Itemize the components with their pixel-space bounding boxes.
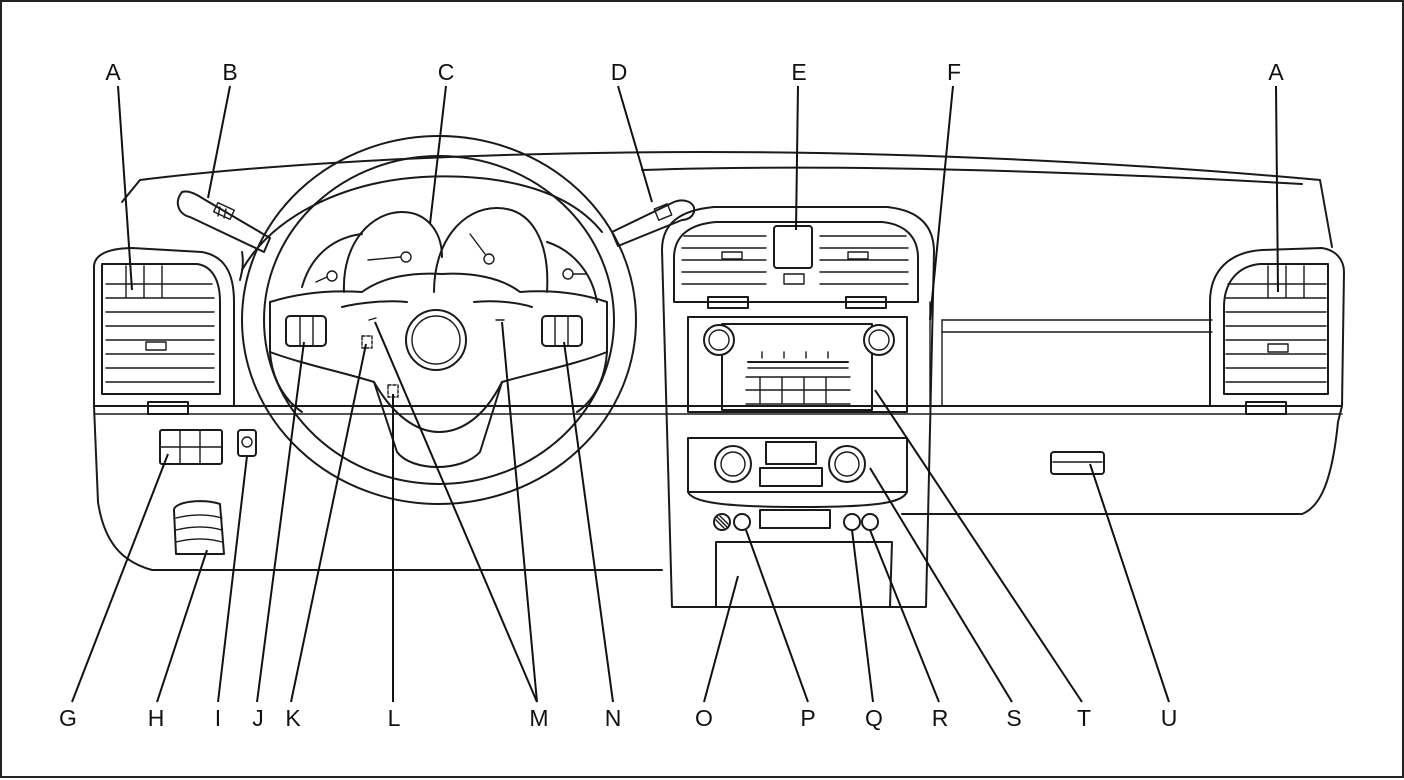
callout-d: D: [610, 59, 628, 85]
callout-b: B: [222, 59, 238, 85]
callout-n: N: [604, 705, 622, 731]
instrument-cluster: [241, 175, 603, 303]
callout-p: P: [800, 705, 816, 731]
center-stack: [661, 206, 935, 608]
callout-h: H: [147, 705, 165, 731]
callout-a-left: A: [105, 59, 121, 85]
callout-q: Q: [865, 705, 883, 731]
wiper-stalk: [611, 199, 696, 247]
leader-lines: [71, 85, 1279, 703]
glove-box: [1050, 451, 1105, 475]
callout-k: K: [285, 705, 301, 731]
callout-r: R: [931, 705, 949, 731]
callout-i: I: [214, 705, 222, 731]
callout-t: T: [1076, 705, 1092, 731]
left-air-vent: [93, 247, 235, 415]
callout-e: E: [791, 59, 807, 85]
callout-s: S: [1006, 705, 1022, 731]
steering-wheel: [241, 135, 637, 505]
callout-m: M: [529, 705, 549, 731]
callout-f: F: [946, 59, 962, 85]
callout-g: G: [59, 705, 77, 731]
callout-o: O: [695, 705, 713, 731]
callout-j: J: [252, 705, 264, 731]
dashboard-body: [93, 151, 1343, 571]
callout-c: C: [437, 59, 455, 85]
callout-l: L: [387, 705, 401, 731]
lower-left-controls: [159, 429, 257, 555]
turn-signal-stalk: [176, 190, 271, 281]
callout-u: U: [1160, 705, 1178, 731]
callout-a-right: A: [1268, 59, 1284, 85]
